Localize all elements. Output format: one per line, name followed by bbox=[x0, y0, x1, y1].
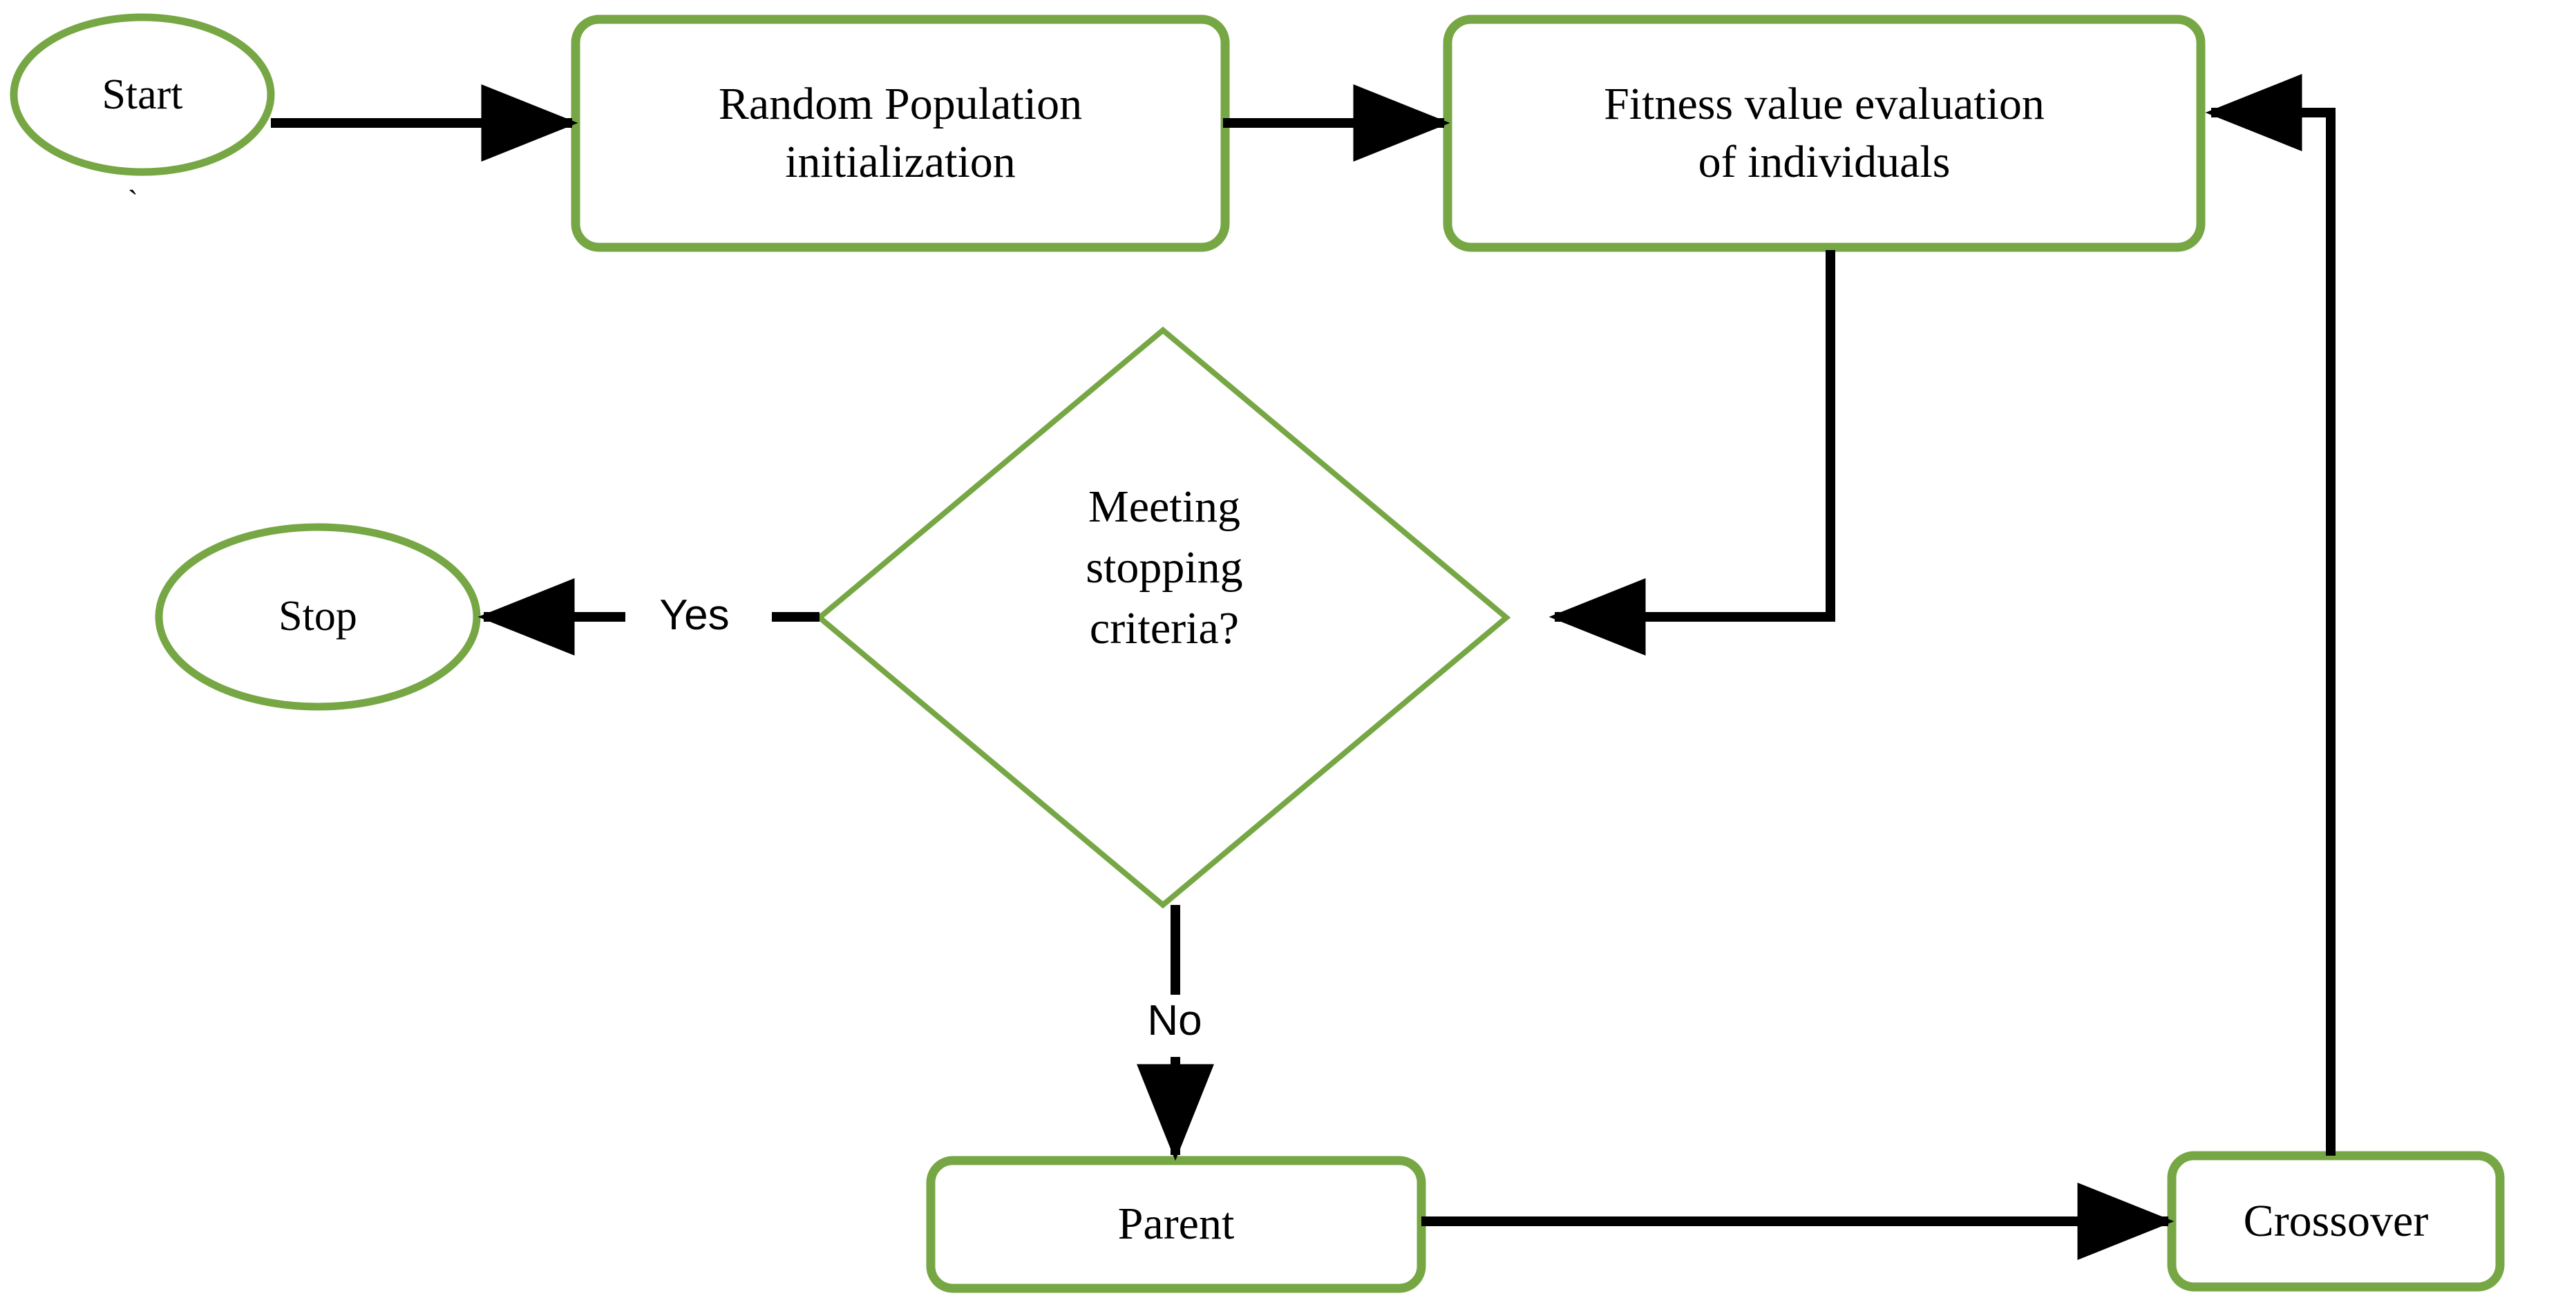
shape-layer bbox=[10, 13, 2505, 1293]
stop-ellipse[interactable] bbox=[155, 523, 481, 711]
edge-crossover-to-fitness bbox=[2205, 74, 2336, 1156]
connector-layer bbox=[271, 74, 2336, 1260]
start-ellipse[interactable] bbox=[10, 13, 275, 176]
edge-fitness-to-decision bbox=[1549, 250, 1835, 656]
meeting-stopping-criteria-diamond[interactable] bbox=[815, 326, 1511, 909]
crossover-box[interactable] bbox=[2167, 1151, 2505, 1292]
fitness-value-evaluation-box[interactable] bbox=[1443, 15, 2206, 252]
random-population-initialization-box[interactable] bbox=[571, 15, 1230, 252]
parent-box[interactable] bbox=[926, 1156, 1426, 1293]
stray-tick-mark: ` bbox=[128, 184, 138, 218]
